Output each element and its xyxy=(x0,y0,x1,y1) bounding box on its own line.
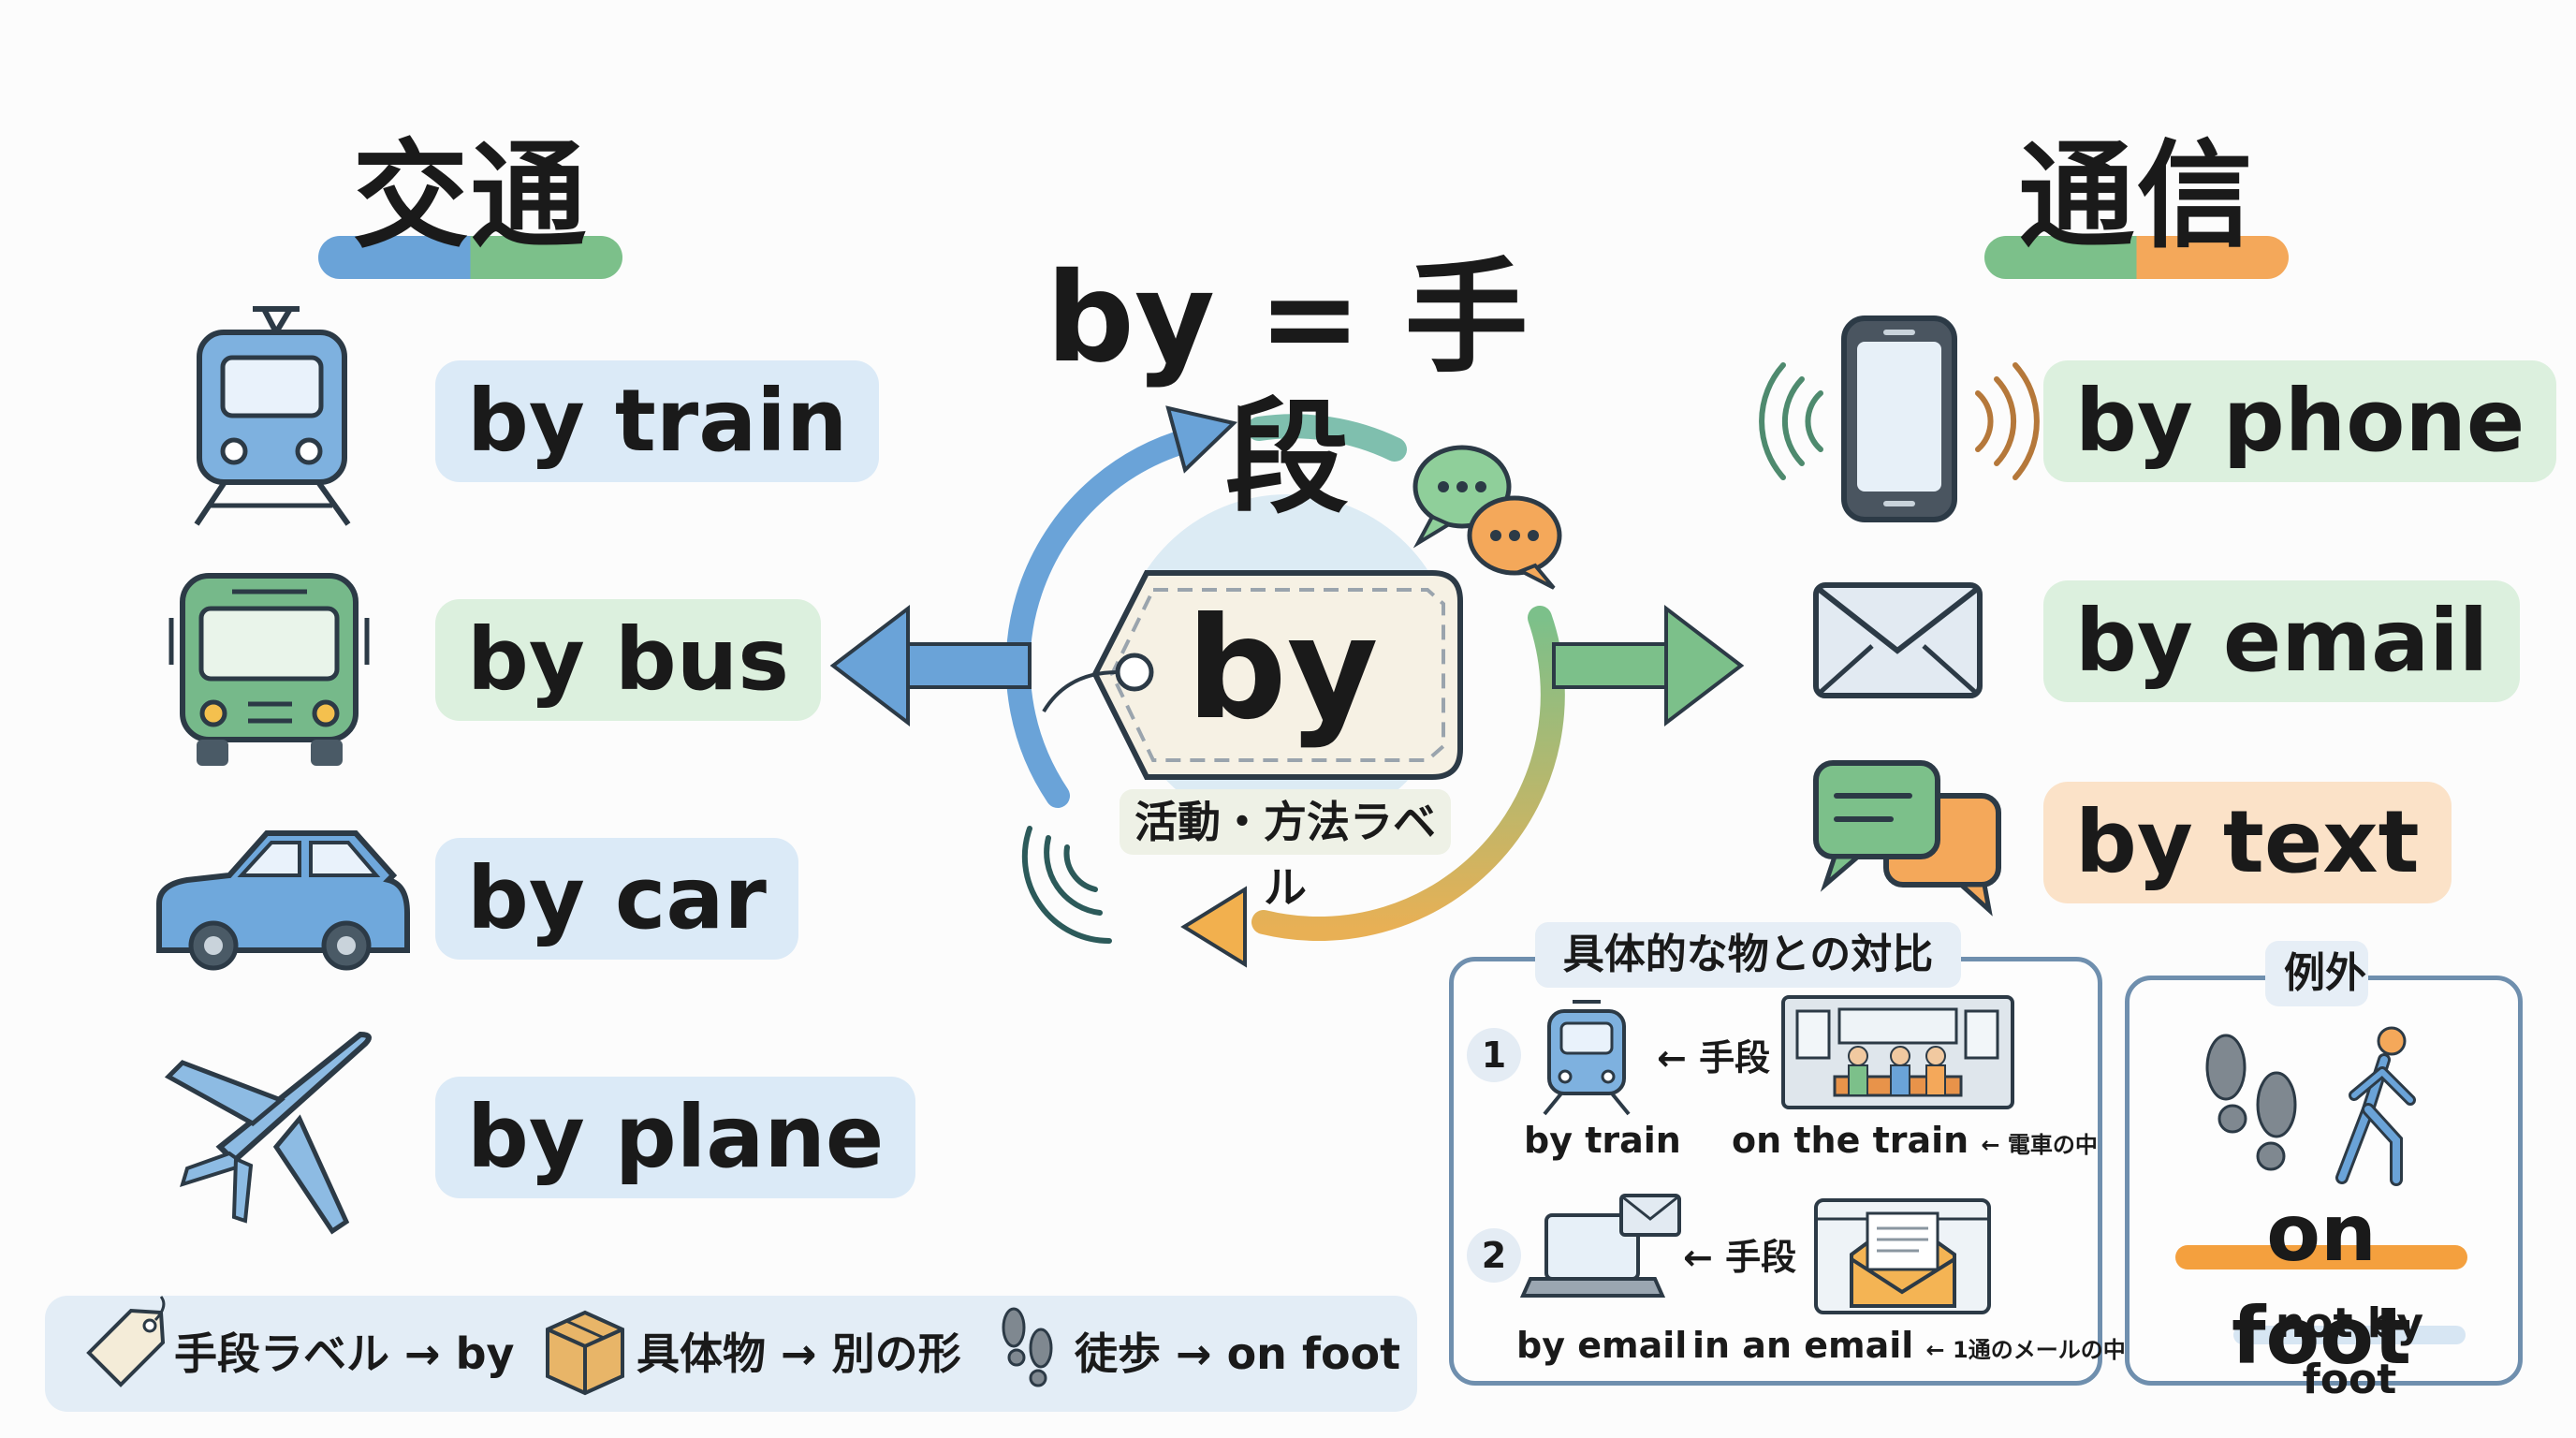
heading-transport-text: 交通 xyxy=(352,129,589,264)
exception-main-text: on foot xyxy=(2231,1187,2412,1382)
pill-by-plane: by plane xyxy=(435,1077,916,1198)
row2-concrete-note: ← 1通のメールの中 xyxy=(1925,1337,2126,1363)
row2-method: by email xyxy=(1516,1325,1688,1366)
left-arrow-icon xyxy=(829,604,910,727)
row1-concrete-note: ← 電車の中 xyxy=(1981,1132,2098,1158)
plane-icon xyxy=(164,1031,372,1235)
row-number-2: 2 xyxy=(1467,1228,1521,1283)
train-interior-icon xyxy=(1781,995,2014,1109)
signal-waves-icon xyxy=(1021,826,1112,945)
smartphone-icon xyxy=(1759,315,2040,522)
pill-by-email: by email xyxy=(2043,580,2521,702)
exception-panel-title: 例外 xyxy=(2265,941,2368,1006)
center-cycle xyxy=(829,405,1745,968)
row1-arrow-note: ← 手段 xyxy=(1657,1037,1771,1078)
heading-communication-text: 通信 xyxy=(2018,129,2255,264)
cycle-arrow-green xyxy=(1251,606,1565,941)
arrowhead-icon xyxy=(1165,405,1238,474)
exception-sub-text: not by foot xyxy=(2275,1299,2424,1403)
tag-small-icon xyxy=(86,1296,166,1387)
pill-by-bus: by bus xyxy=(435,599,821,721)
footprints-icon xyxy=(2205,1034,2297,1171)
chat-bubbles-icon xyxy=(1813,760,2001,917)
row1-concrete: on the train ← 電車の中 xyxy=(1732,1117,2098,1168)
legend-items: 手段ラベル → by 具体物 → 別の形 徒歩 → on foot xyxy=(45,1296,1417,1412)
row2-concrete: in an email ← 1通のメールの中 xyxy=(1692,1322,2126,1373)
legend-item-walk: 徒歩 → on foot xyxy=(1075,1328,1401,1379)
right-arrow-icon xyxy=(1664,604,1745,727)
row1-method: by train xyxy=(1524,1120,1681,1161)
footprints-small-icon xyxy=(1002,1307,1053,1387)
heading-transport: 交通 xyxy=(318,129,622,279)
bus-icon xyxy=(168,573,370,766)
arrowhead-icon xyxy=(1180,886,1247,968)
email-open-icon xyxy=(1814,1198,1991,1314)
walking-person-icon xyxy=(2335,1026,2416,1186)
row1-concrete-text: on the train xyxy=(1732,1120,1969,1161)
exception-main: on foot xyxy=(2172,1181,2471,1382)
pill-by-car: by car xyxy=(435,838,798,960)
row-number-1: 1 xyxy=(1467,1028,1521,1082)
box-icon xyxy=(546,1310,624,1396)
pill-by-phone: by phone xyxy=(2043,360,2557,482)
car-icon xyxy=(156,830,410,971)
chat-bubbles-small-icon xyxy=(1412,445,1562,590)
cycle-arc-teal xyxy=(1247,414,1407,462)
contrast-panel-title: 具体的な物との対比 xyxy=(1535,922,1961,988)
tag-word: by xyxy=(1186,588,1379,751)
row2-concrete-text: in an email xyxy=(1692,1325,1914,1366)
train-small-icon xyxy=(1543,1000,1631,1116)
cycle-arrow-blue xyxy=(1005,428,1201,808)
exception-sub: not by foot xyxy=(2228,1296,2471,1403)
pill-by-text: by text xyxy=(2043,782,2452,903)
legend-item-box: 具体物 → 別の形 xyxy=(637,1328,961,1379)
tag-icon xyxy=(1091,570,1463,780)
train-icon xyxy=(194,306,351,526)
legend-item-tag: 手段ラベル → by xyxy=(174,1328,515,1379)
envelope-icon xyxy=(1813,582,1983,698)
pill-by-train: by train xyxy=(435,360,880,482)
tag-label: 活動・方法ラベル xyxy=(1120,789,1451,913)
row2-arrow-note: ← 手段 xyxy=(1683,1237,1797,1278)
heading-communication: 通信 xyxy=(1984,129,2289,279)
laptop-email-icon xyxy=(1519,1194,1681,1298)
center-title: by = 手段 xyxy=(1046,246,1529,531)
